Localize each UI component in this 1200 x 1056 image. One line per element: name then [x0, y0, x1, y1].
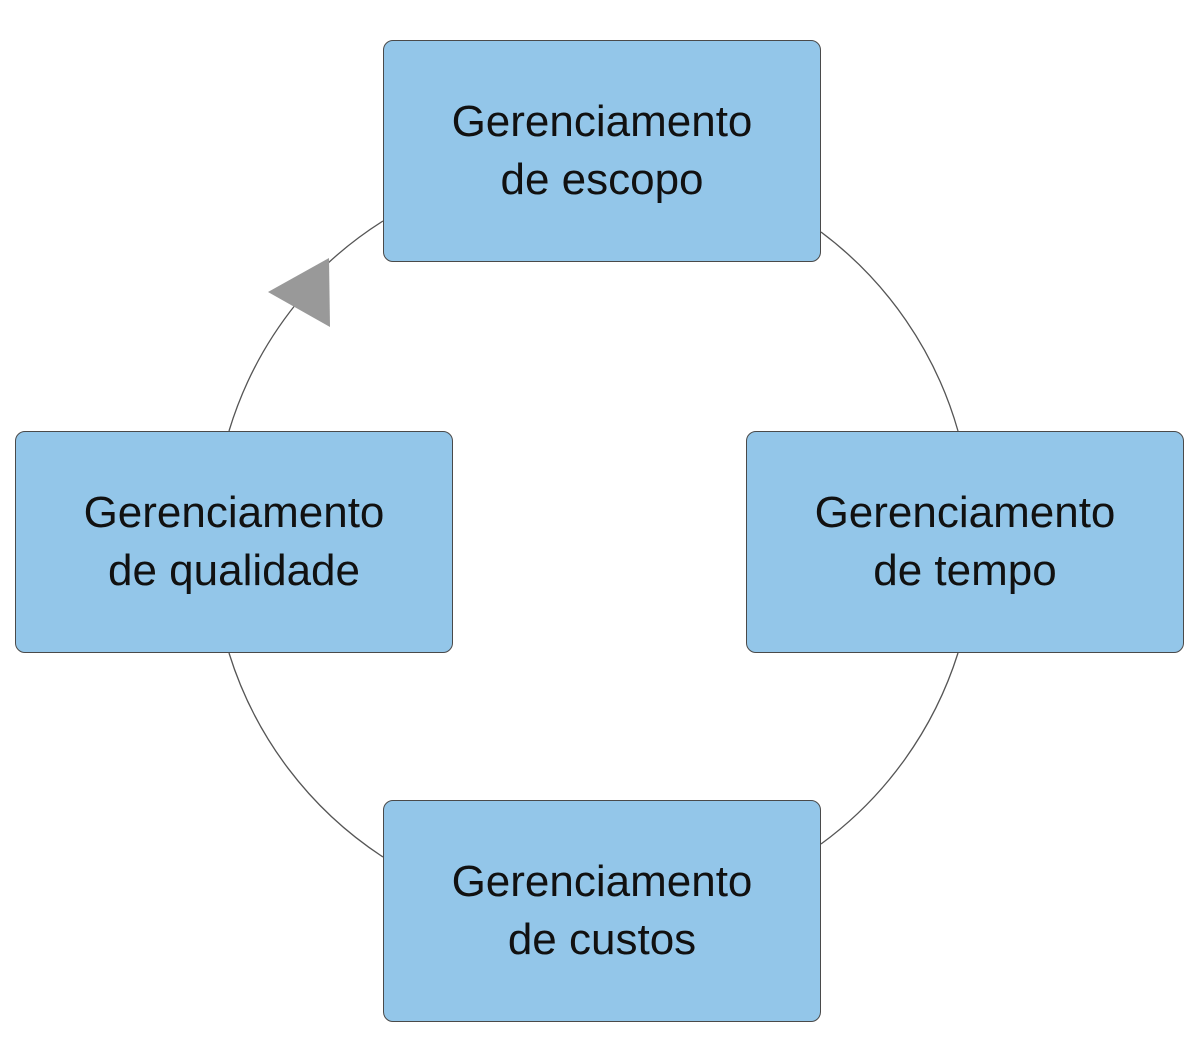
node-escopo-line1: Gerenciamento	[451, 97, 753, 146]
cycle-arc-arrow-escopo	[325, 220, 384, 266]
cycle-arrowhead-icon	[268, 258, 330, 327]
node-tempo-line1: Gerenciamento	[814, 488, 1116, 537]
node-gerenciamento-qualidade: Gerenciamento de qualidade	[15, 431, 453, 653]
cycle-arc-escopo-tempo	[820, 231, 959, 432]
node-gerenciamento-tempo: Gerenciamento de tempo	[746, 431, 1184, 653]
node-qualidade-line2: de qualidade	[107, 546, 360, 595]
node-qualidade-line1: Gerenciamento	[83, 488, 385, 537]
node-escopo-line2: de escopo	[500, 155, 704, 204]
cycle-arc-tempo-custos	[820, 652, 959, 845]
node-gerenciamento-escopo: Gerenciamento de escopo	[383, 40, 821, 262]
cycle-arc-qualidade-escopo	[228, 303, 297, 432]
node-custos-line2: de custos	[507, 915, 697, 964]
node-tempo-line2: de tempo	[873, 546, 1057, 595]
cycle-arc-custos-qualidade	[228, 652, 384, 858]
node-custos-line1: Gerenciamento	[451, 857, 753, 906]
node-gerenciamento-custos: Gerenciamento de custos	[383, 800, 821, 1022]
